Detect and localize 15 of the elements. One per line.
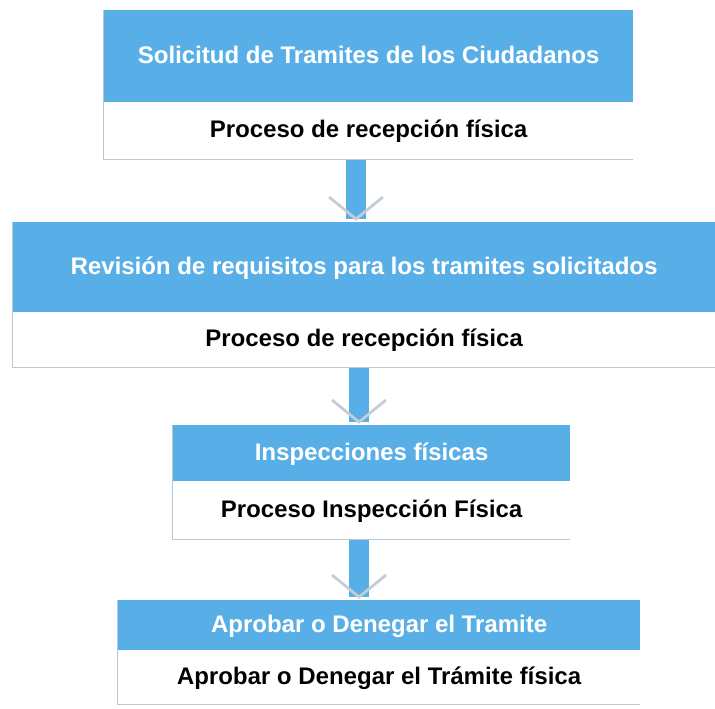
step-title: Aprobar o Denegar el Tramite: [118, 600, 640, 650]
step-process: Proceso de recepción física: [204, 324, 524, 354]
step-process: Proceso de recepción física: [208, 115, 528, 145]
step-title: Inspecciones físicas: [173, 425, 570, 481]
block-arrow: [330, 540, 388, 598]
block-arrow: [330, 368, 388, 424]
step-process: Aprobar o Denegar el Trámite física: [176, 662, 582, 692]
process-card: [103, 10, 633, 160]
process-card: [117, 600, 640, 705]
step-process: Proceso Inspección Física: [220, 494, 524, 524]
block-arrow: [328, 160, 384, 220]
step-title: Revisión de requisitos para los tramites solicitados: [13, 222, 715, 312]
step-title: Solicitud de Tramites de los Ciudadanos: [104, 10, 633, 102]
process-card: [12, 222, 715, 368]
process-card: [172, 425, 570, 540]
